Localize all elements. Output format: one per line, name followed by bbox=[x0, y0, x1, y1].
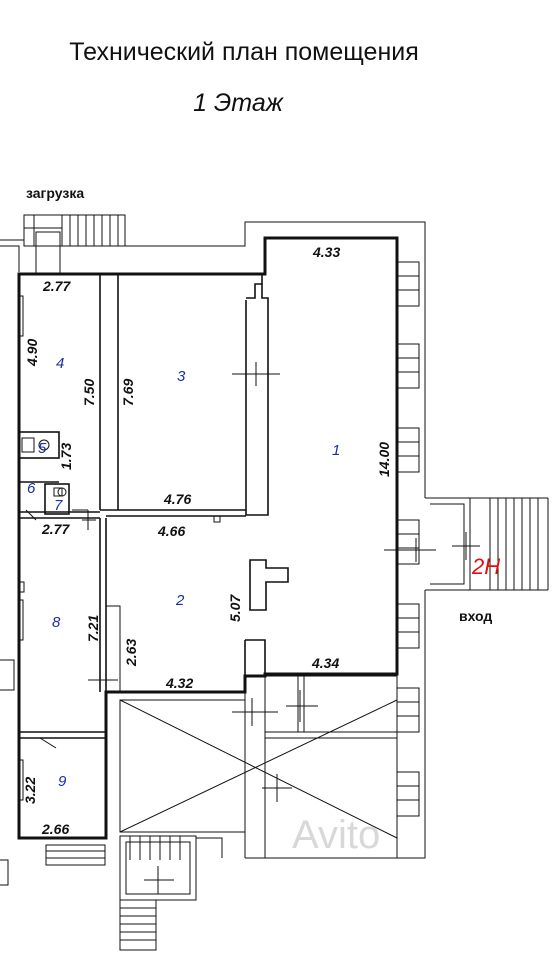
room-number-6: 6 bbox=[27, 480, 36, 497]
dim-4-76: 4.76 bbox=[163, 491, 191, 507]
room-number-3: 3 bbox=[177, 368, 186, 385]
room-number-8: 8 bbox=[52, 614, 61, 631]
dim-5-07: 5.07 bbox=[227, 594, 243, 622]
entrance-stairs bbox=[384, 497, 549, 591]
dim-2-63: 2.63 bbox=[123, 639, 139, 667]
page-subtitle: 1 Этаж bbox=[193, 89, 285, 117]
page-title: Технический план помещения bbox=[69, 38, 419, 66]
door-marks bbox=[232, 362, 280, 386]
dim-1-73: 1.73 bbox=[58, 443, 74, 470]
loading-stairs bbox=[23, 214, 126, 275]
dim-2-77-bottom: 2.77 bbox=[41, 521, 70, 537]
room-number-9: 9 bbox=[58, 773, 67, 790]
room-number-5: 5 bbox=[38, 440, 47, 457]
dim-4-90: 4.90 bbox=[24, 339, 40, 367]
dim-2-77-top: 2.77 bbox=[42, 278, 71, 294]
dim-2-66: 2.66 bbox=[41, 821, 69, 837]
unit-label: 2Н bbox=[471, 554, 500, 579]
building-outline bbox=[0, 221, 426, 886]
room-number-7: 7 bbox=[54, 497, 63, 514]
internal-walls bbox=[18, 274, 289, 749]
dim-4-32: 4.32 bbox=[165, 675, 193, 691]
dim-4-34: 4.34 bbox=[311, 655, 339, 671]
dim-7-69: 7.69 bbox=[120, 379, 136, 406]
dim-4-33: 4.33 bbox=[312, 244, 340, 260]
room-number-1: 1 bbox=[332, 442, 340, 459]
windows-right bbox=[18, 261, 420, 817]
void-cross-area bbox=[119, 699, 398, 839]
unit-outline bbox=[17, 236, 399, 840]
dim-7-21: 7.21 bbox=[85, 615, 101, 642]
dim-14-00: 14.00 bbox=[376, 442, 392, 477]
dim-3-22: 3.22 bbox=[22, 777, 38, 804]
entrance-label: вход bbox=[459, 608, 492, 624]
room-number-4: 4 bbox=[56, 355, 64, 372]
loading-label: загрузка bbox=[26, 185, 84, 201]
watermark: Avito bbox=[292, 813, 380, 857]
room-number-2: 2 bbox=[175, 592, 185, 609]
dim-7-50: 7.50 bbox=[81, 379, 97, 406]
lower-stairs bbox=[119, 835, 197, 951]
dim-4-66: 4.66 bbox=[157, 523, 185, 539]
